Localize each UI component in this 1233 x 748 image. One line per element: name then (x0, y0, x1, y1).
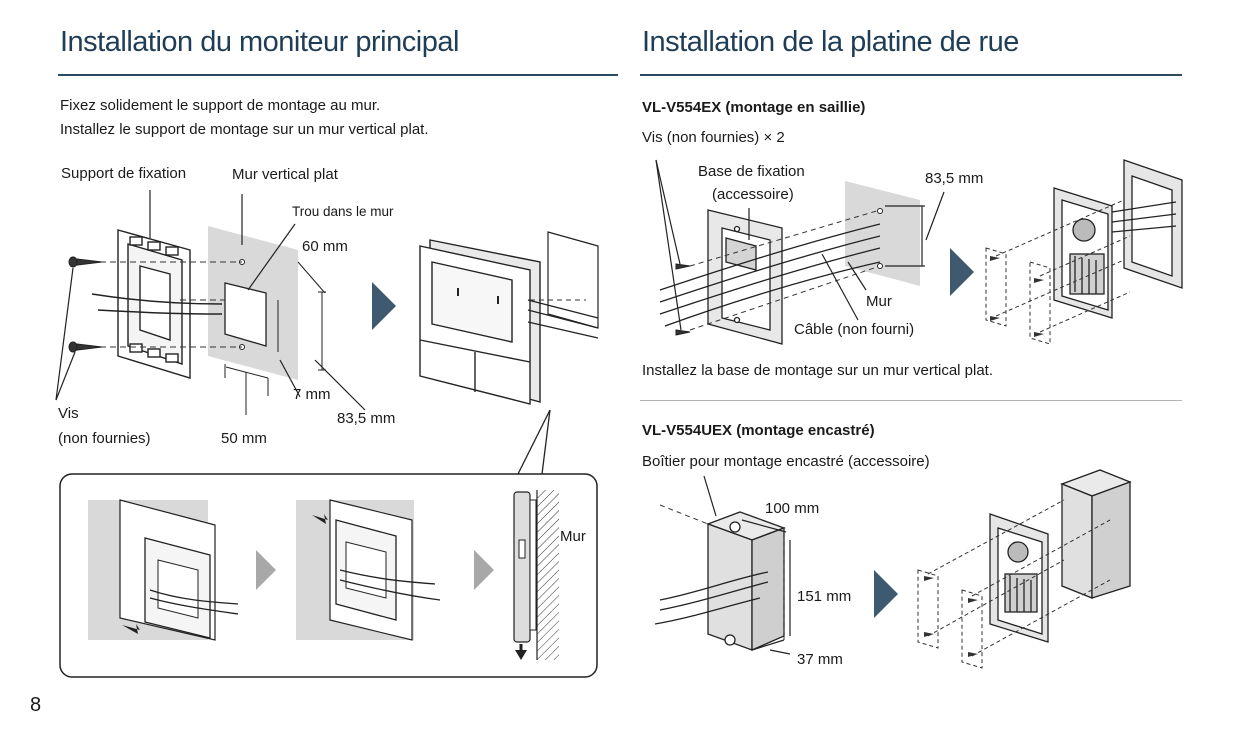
step-arrow (256, 550, 276, 590)
door-station-surface (1053, 159, 1183, 319)
flush-mount-heading: VL-V554UEX (montage encastré) (642, 422, 875, 439)
left-section-title: Installation du moniteur principal (60, 26, 459, 58)
label-wall: Mur vertical plat (232, 166, 338, 183)
label-screws-1: Vis (58, 405, 79, 422)
surface-cable-label: Câble (non fourni) (794, 321, 915, 338)
right-title-rule (640, 74, 1182, 76)
step-arrow (474, 550, 494, 590)
mounting-bracket (117, 229, 191, 379)
flush-box (706, 511, 786, 651)
right-section-title: Installation de la platine de rue (642, 26, 1019, 58)
wall-hole (224, 282, 267, 347)
surface-note: Installez la base de montage sur un mur … (642, 362, 994, 379)
surface-base-label-2: (accessoire) (712, 186, 794, 203)
left-title-rule (58, 74, 618, 76)
surface-base-label-1: Base de fixation (698, 163, 805, 180)
flush-dim-37: 37 mm (797, 651, 843, 668)
wall-panel-right (845, 181, 920, 286)
next-step-arrow (950, 248, 974, 296)
intro-line-2: Installez le support de montage sur un m… (60, 121, 429, 138)
label-dim-50: 50 mm (221, 430, 267, 447)
monitor-unit (419, 239, 541, 405)
label-dim-60: 60 mm (302, 238, 348, 255)
page-number: 8 (30, 694, 42, 716)
side-view-illustration (513, 490, 559, 660)
surface-wall-label: Mur (866, 293, 892, 310)
label-bracket: Support de fixation (61, 165, 187, 182)
label-dim-7: 7 mm (293, 386, 331, 403)
flush-dim-151: 151 mm (797, 588, 852, 605)
screw-icon (68, 256, 103, 353)
surface-dim-83: 83,5 mm (925, 170, 984, 187)
step-2-illustration (296, 499, 441, 641)
next-step-arrow (372, 282, 396, 330)
label-wall-detail: Mur (559, 528, 587, 545)
surface-mount-heading: VL-V554EX (montage en saillie) (642, 99, 866, 116)
label-screws-2: (non fournies) (58, 430, 151, 447)
step-1-illustration (88, 499, 239, 641)
label-hole: Trou dans le mur (292, 204, 394, 219)
next-step-arrow (874, 570, 898, 618)
surface-screws-label: Vis (non fournies) × 2 (642, 129, 785, 146)
flush-box-label: Boîtier pour montage encastré (accessoir… (642, 453, 930, 470)
flush-dim-100: 100 mm (765, 500, 820, 517)
section-divider (640, 400, 1182, 401)
door-station-flush (989, 469, 1132, 643)
label-dim-83: 83,5 mm (337, 410, 396, 427)
surface-base (707, 209, 783, 345)
intro-line-1: Fixez solidement le support de montage a… (60, 97, 381, 114)
